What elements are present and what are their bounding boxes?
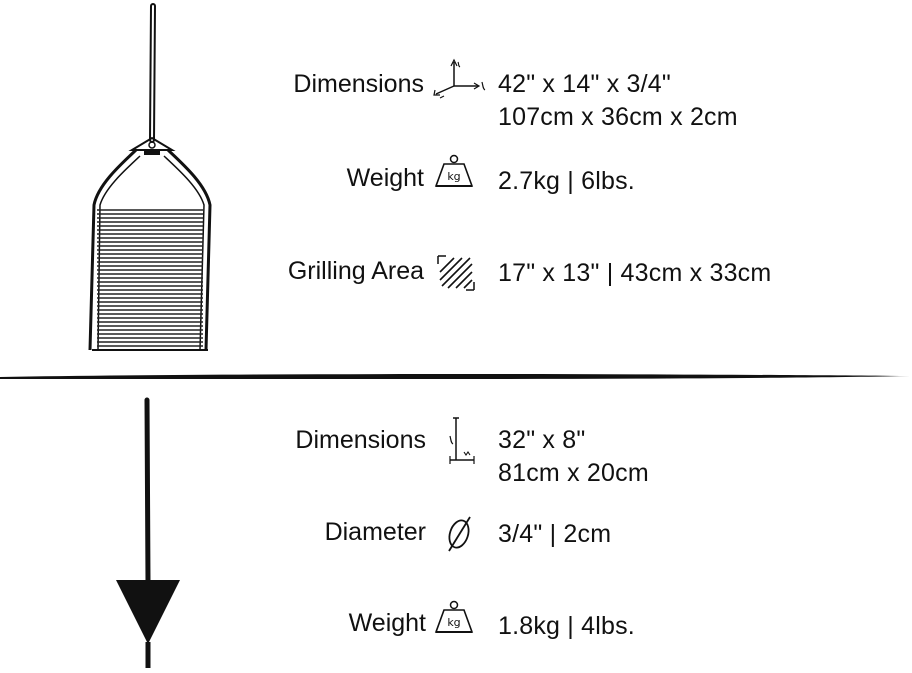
spec-label-diameter: Diameter: [324, 518, 426, 546]
section-divider: [0, 368, 912, 384]
svg-text:kg: kg: [447, 170, 460, 183]
spec-value-diameter: 3/4" | 2cm: [498, 520, 612, 548]
skewer-stake-illustration: [110, 396, 190, 668]
svg-text:kg: kg: [447, 616, 460, 629]
axes-2d-icon: [444, 414, 478, 466]
spec-value-dimensions-line1: 42" x 14" x 3/4": [498, 70, 671, 98]
spec-value-grilling-area: 17" x 13" | 43cm x 33cm: [498, 259, 772, 287]
kg-weight-icon: kg: [432, 598, 476, 638]
spec-label-dimensions: Dimensions: [293, 70, 424, 98]
grill-basket-illustration: [80, 0, 230, 360]
hatched-area-icon: [436, 254, 476, 292]
spec-value-weight: 2.7kg | 6lbs.: [498, 167, 635, 195]
diameter-icon: [444, 514, 476, 554]
spec-label-weight: Weight: [348, 609, 426, 637]
spec-value-dimensions-line2: 81cm x 20cm: [498, 459, 649, 487]
spec-label-dimensions: Dimensions: [295, 426, 426, 454]
spec-value-dimensions-line2: 107cm x 36cm x 2cm: [498, 103, 738, 131]
spec-value-dimensions-line1: 32" x 8": [498, 426, 586, 454]
axes-3d-icon: [430, 56, 488, 100]
spec-label-grilling-area: Grilling Area: [287, 257, 424, 285]
spec-label-weight: Weight: [346, 164, 424, 192]
spec-value-weight: 1.8kg | 4lbs.: [498, 612, 635, 640]
kg-weight-icon: kg: [432, 152, 476, 192]
